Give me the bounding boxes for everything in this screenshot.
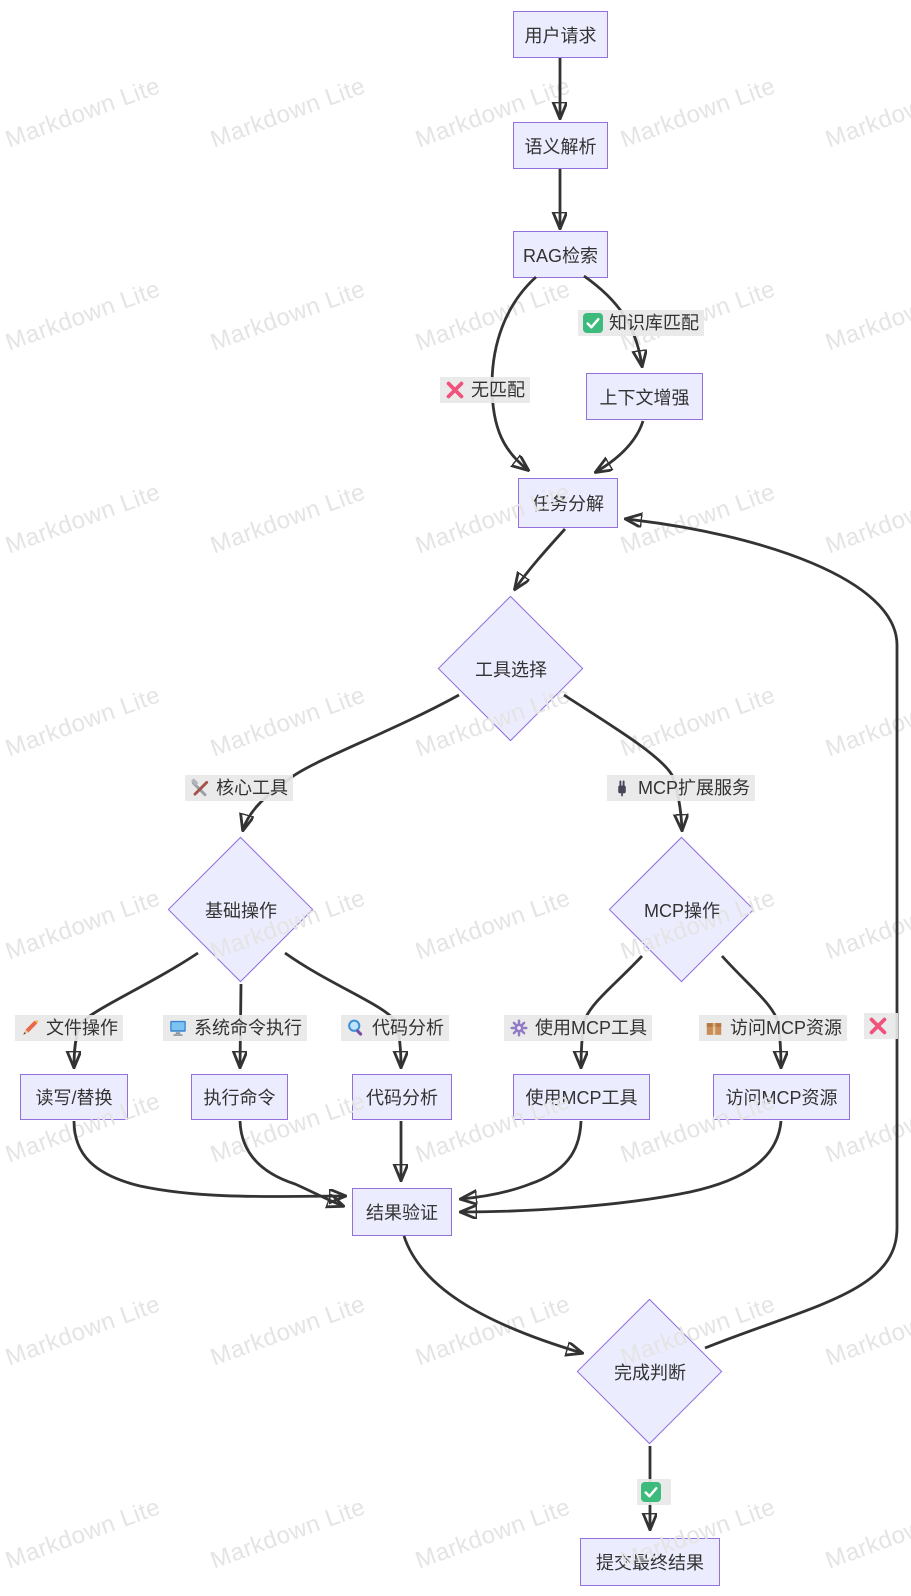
edge-access-to-verify [461, 1120, 783, 1212]
edge-label-no-match: 无匹配 [440, 377, 530, 403]
node-access-mcp-res-label: 访问MCP资源 [725, 1088, 838, 1108]
monitor-icon [168, 1018, 188, 1038]
edge-basic-to-readwrite [74, 951, 199, 1067]
cross-icon [868, 1016, 888, 1036]
edge-judge-no-loop [626, 519, 899, 1350]
check-icon [583, 313, 603, 333]
node-use-mcp-tool-label: 使用MCP工具 [525, 1088, 638, 1108]
node-result-verify: 结果验证 [352, 1188, 452, 1236]
node-submit-final: 提交最终结果 [580, 1538, 720, 1586]
edge-label-sys-cmd: 系统命令执行 [163, 1015, 307, 1041]
node-exec-cmd: 执行命令 [191, 1074, 288, 1120]
edge-label-final-yes [637, 1479, 671, 1505]
node-task-decompose: 任务分解 [518, 478, 618, 528]
node-context-enhance: 上下文增强 [586, 373, 703, 420]
cross-icon [445, 380, 465, 400]
edge-label-core-tools: 核心工具 [185, 775, 293, 801]
node-semantic-parse-label: 语义解析 [524, 136, 597, 157]
magnifier-icon [346, 1018, 366, 1038]
node-code-analysis: 代码分析 [352, 1074, 452, 1120]
pencil-icon [20, 1018, 40, 1038]
node-submit-final-label: 提交最终结果 [596, 1553, 704, 1573]
edge-readwrite-to-verify [72, 1120, 345, 1197]
node-use-mcp-tool: 使用MCP工具 [513, 1074, 650, 1120]
node-rag-search: RAG检索 [513, 231, 608, 278]
node-read-write-label: 读写/替换 [35, 1088, 113, 1108]
edge-label-code-analysis: 代码分析 [341, 1015, 449, 1041]
edge-task-to-toolselect [515, 528, 567, 589]
node-rag-search-label: RAG检索 [522, 245, 598, 266]
edge-toolselect-to-mcp [563, 693, 682, 830]
edge-label-kb-match: 知识库匹配 [578, 310, 704, 336]
node-access-mcp-res: 访问MCP资源 [713, 1074, 850, 1120]
edge-toolselect-to-basic [243, 693, 460, 830]
node-semantic-parse: 语义解析 [513, 122, 608, 169]
check-icon [641, 1482, 661, 1502]
edge-mcp-to-access [720, 955, 781, 1067]
edge-label-mcp-ext: MCP扩展服务 [607, 775, 755, 801]
node-result-verify-label: 结果验证 [366, 1203, 438, 1223]
edge-exec-to-verify [238, 1120, 343, 1206]
edge-usetool-to-verify [461, 1120, 583, 1199]
edge-mcp-to-usetool [581, 955, 644, 1067]
edge-label-access-mcp: 访问MCP资源 [699, 1015, 847, 1041]
node-user-request-label: 用户请求 [524, 25, 597, 46]
node-task-decompose-label: 任务分解 [532, 494, 604, 514]
plug-icon [612, 778, 632, 798]
edge-label-file-ops: 文件操作 [15, 1015, 123, 1041]
node-context-enhance-label: 上下文增强 [599, 387, 690, 408]
node-code-analysis-label: 代码分析 [366, 1088, 438, 1108]
edge-label-loop-no [864, 1013, 898, 1039]
edge-verify-to-judge [402, 1235, 582, 1353]
node-user-request: 用户请求 [513, 11, 608, 58]
edge-basic-to-codeanalysis [284, 951, 401, 1067]
edge-rag-no-match [490, 275, 537, 470]
node-exec-cmd-label: 执行命令 [203, 1088, 276, 1108]
edge-context-to-task [596, 420, 645, 472]
tools-icon [190, 778, 210, 798]
node-read-write: 读写/替换 [20, 1074, 128, 1120]
edge-label-use-mcp: 使用MCP工具 [504, 1015, 652, 1041]
gear-icon [509, 1018, 529, 1038]
package-icon [704, 1018, 724, 1038]
